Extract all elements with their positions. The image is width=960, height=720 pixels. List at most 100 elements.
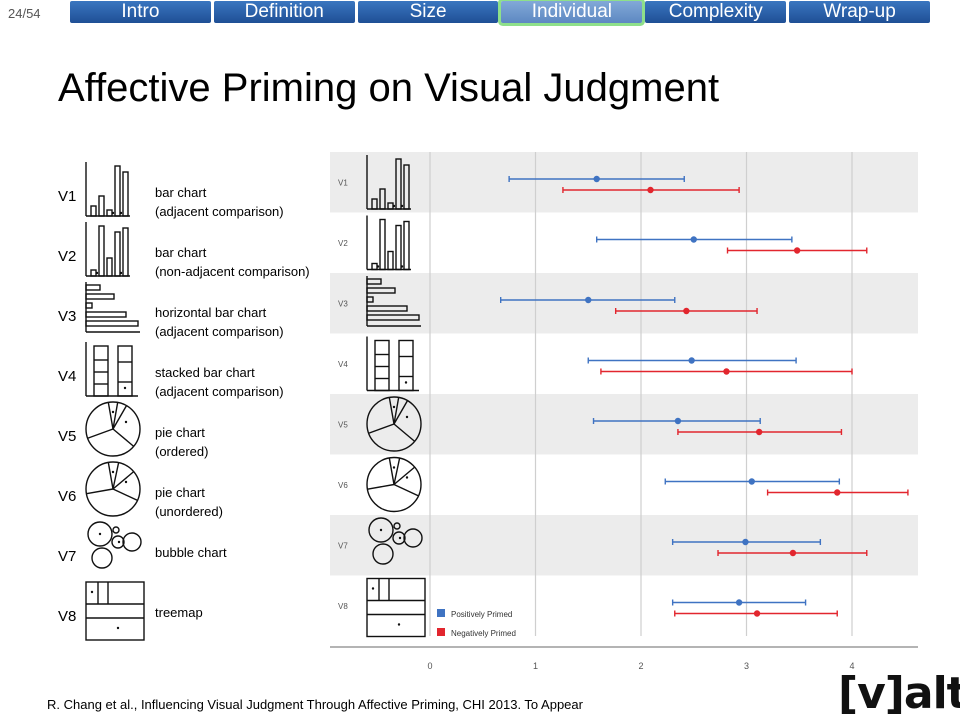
icon-stroke [112,402,119,430]
legend-swatch [437,609,445,617]
icon-stroke [366,314,420,321]
icon-stroke [393,397,400,425]
icon-dot [98,532,102,536]
icon-stroke [86,488,114,495]
row-icon-v2 [366,215,411,271]
nav-tab-definition[interactable]: Definition [213,1,355,23]
icon-dot [111,470,115,474]
row-icon-v4 [366,336,419,392]
icon-dot [111,211,115,215]
row-band-v8 [330,575,918,636]
row-label: V6 [338,481,348,490]
icon-stroke [393,522,401,530]
icon-dot [371,587,375,590]
icon-dot [379,528,383,532]
nav-tab-complexity[interactable]: Complexity [645,1,787,23]
icon-dot [405,415,409,419]
row-icon-v1 [366,155,411,210]
icon-stroke [393,466,416,486]
row-label: V4 [338,360,348,369]
icon-stroke [98,195,105,217]
data-point [793,247,801,254]
icon-stroke [90,205,97,217]
legend-swatch [437,628,445,636]
legend-label: Positively Primed [451,610,512,619]
condition-name: horizontal bar chart [155,305,267,320]
icon-stroke [392,531,406,545]
condition-icon-v7 [87,521,142,569]
data-point [585,296,592,304]
icon-stroke [85,302,93,309]
icon-dot [398,536,402,540]
icon-stroke [393,400,409,425]
condition-icon-v8 [85,581,145,641]
condition-icon-v1 [85,162,130,217]
icon-stroke [403,164,410,210]
legend-label: Negatively Primed [451,629,516,638]
icon-stroke [122,171,129,217]
nav-tab-individual[interactable]: Individual [501,1,643,23]
icon-stroke [93,345,109,397]
icon-stroke [107,462,114,490]
condition-task: (ordered) [155,444,208,459]
icon-dot [405,476,409,479]
icon-stroke [372,543,394,565]
row-band-v1 [330,152,918,213]
icon-stroke [107,402,114,430]
icon-stroke [387,250,394,271]
icon-stroke [122,532,142,552]
data-point [593,175,600,183]
icon-stroke [90,269,97,277]
icon-stroke [85,284,101,291]
row-band-v6 [330,454,918,515]
data-point [789,549,797,557]
icon-stroke [112,471,135,490]
icon-dot [90,590,94,594]
valt-logo: [v]alt [838,668,960,719]
icon-stroke [395,224,402,271]
row-band-v4 [330,333,918,394]
icon-stroke [379,188,386,210]
icon-stroke [117,345,133,397]
data-point [683,307,690,315]
condition-icon-v4 [85,342,138,397]
icon-dot [95,271,99,275]
row-icon-v8 [366,577,426,638]
icon-dot [392,466,396,469]
icon-dot [376,265,380,268]
icon-dot [397,623,401,626]
nav-tab-size[interactable]: Size [357,1,499,23]
x-tick-label: 4 [849,661,854,671]
condition-id: V6 [58,488,76,505]
x-tick-label: 1 [533,661,538,671]
condition-icon-v3 [85,282,140,333]
icon-stroke [368,517,394,543]
row-icon-v6 [366,456,422,513]
icon-stroke [106,257,113,277]
condition-id: V7 [58,548,76,565]
icon-stroke [388,397,395,425]
row-label: V3 [338,299,348,308]
icon-stroke [379,218,386,271]
icon-stroke [112,405,128,430]
icon-dot [124,420,128,424]
icon-stroke [388,457,395,485]
condition-icon-v6 [85,461,141,517]
condition-name: bar chart [155,185,207,200]
condition-name: pie chart [155,485,205,500]
condition-id: V2 [58,248,76,265]
icon-dot [119,271,123,275]
icon-stroke [366,305,408,312]
condition-icon-v2 [85,222,130,277]
row-icon-v7 [368,517,423,565]
row-band-v5 [330,394,918,455]
condition-task: (unordered) [155,504,223,519]
icon-stroke [393,457,401,485]
nav-tab-wrap-up[interactable]: Wrap-up [789,1,930,23]
row-band-v3 [330,273,918,334]
icon-stroke [374,339,390,392]
icon-stroke [366,456,422,513]
data-point [742,538,749,546]
nav-tab-intro[interactable]: Intro [70,1,211,23]
